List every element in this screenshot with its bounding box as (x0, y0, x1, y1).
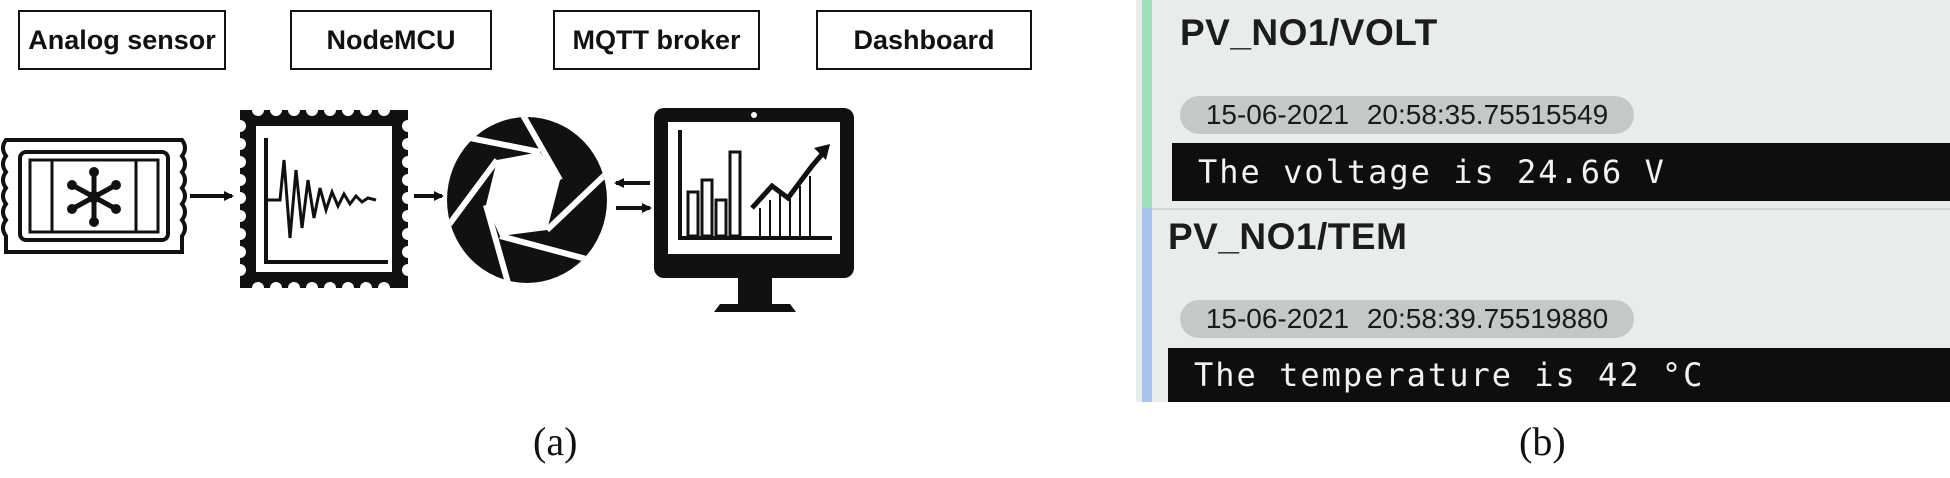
accent-bar-tem (1142, 208, 1152, 402)
caption-a: (a) (533, 419, 578, 464)
mqtt-messages-panel (1136, 0, 1950, 402)
accent-bar-volt (1142, 0, 1152, 208)
pipeline-diagram (1, 104, 854, 312)
sensor-icon (1, 138, 187, 254)
topic-title-volt: PV_NO1/VOLT (1180, 12, 1438, 53)
message-body-tem: The temperature is 42 °C (1168, 348, 1950, 402)
mqtt-broker-label: MQTT broker (553, 10, 760, 70)
timestamp-badge-tem: 15-06-2021 20:58:39.75519880 (1180, 300, 1634, 338)
message-body-volt: The voltage is 24.66 V (1172, 143, 1950, 201)
dashboard-label: Dashboard (816, 10, 1032, 70)
message-divider (1152, 208, 1950, 210)
oscilloscope-icon (234, 104, 414, 294)
topic-title-tem: PV_NO1/TEM (1168, 216, 1408, 257)
caption-b: (b) (1519, 419, 1566, 464)
nodemcu-label: NodeMCU (290, 10, 492, 70)
analog-sensor-label: Analog sensor (18, 10, 226, 70)
timestamp-badge-volt: 15-06-2021 20:58:35.75515549 (1180, 96, 1634, 134)
monitor-chart-icon (654, 108, 854, 312)
mqtt-shutter-icon (447, 117, 607, 283)
